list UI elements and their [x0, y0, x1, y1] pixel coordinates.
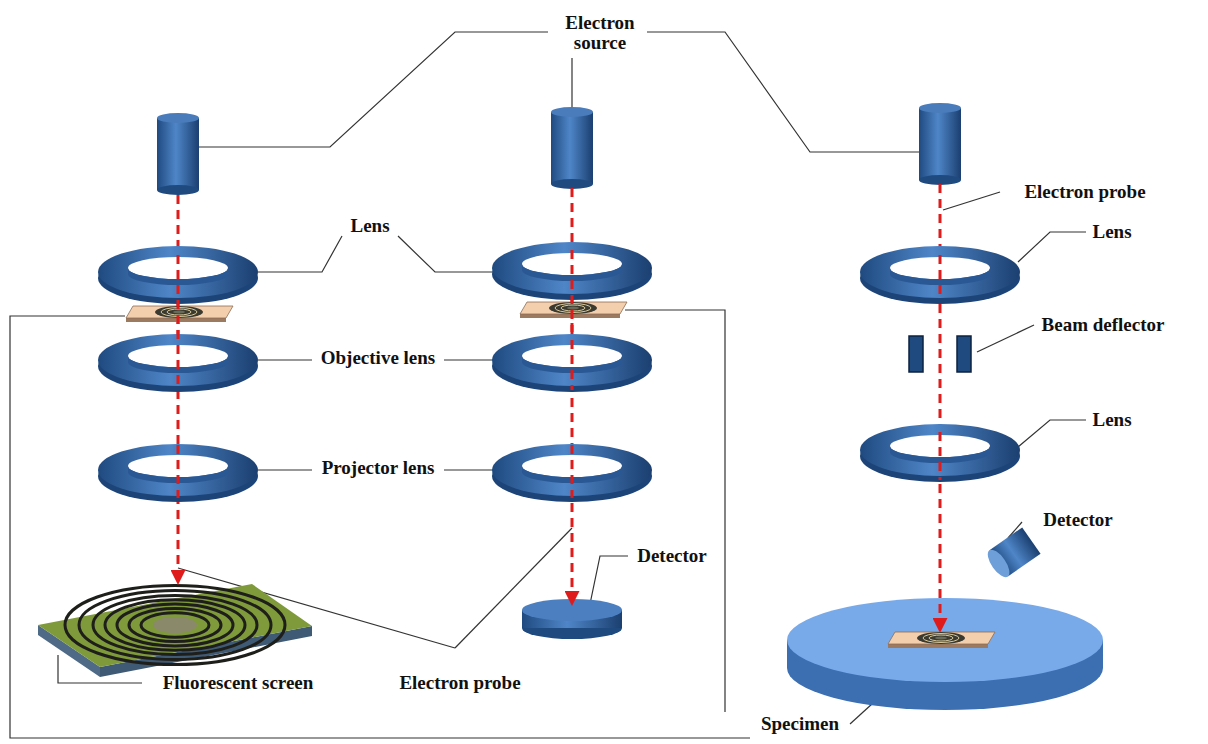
diffraction-ring — [129, 608, 221, 641]
diffraction-ring — [117, 604, 233, 646]
diffraction-ring — [141, 613, 209, 637]
part-label: Fluorescent screen — [161, 673, 316, 693]
part-label: Electron probe — [397, 673, 522, 693]
electron-beam — [178, 250, 940, 498]
part-label: Detector — [635, 546, 709, 566]
leader-lines — [10, 32, 1086, 738]
specimen — [126, 302, 995, 648]
diffraction-ring — [79, 590, 271, 659]
part-label: Specimen — [759, 714, 841, 734]
diffraction-ring — [105, 600, 245, 650]
electron-beam — [178, 184, 940, 630]
detector — [522, 599, 622, 639]
part-label: Projector lens — [320, 458, 437, 478]
part-label: Lens — [1090, 222, 1133, 242]
part-label: Detector — [1041, 510, 1115, 530]
diffraction-ring — [65, 585, 285, 664]
fluorescent-screen — [38, 584, 312, 677]
part-label: Lens — [348, 216, 391, 236]
diffraction-ring — [93, 595, 257, 654]
detector — [984, 527, 1041, 580]
specimen-stage — [787, 598, 1103, 710]
lens — [98, 242, 1020, 502]
part-label: Lens — [1090, 410, 1133, 430]
part-label: Beam deflector — [1040, 315, 1167, 335]
electron-source — [157, 103, 961, 195]
device-label: Electron source — [553, 13, 647, 53]
part-label: Electron probe — [1022, 182, 1147, 202]
part-label: Objective lens — [319, 348, 438, 368]
